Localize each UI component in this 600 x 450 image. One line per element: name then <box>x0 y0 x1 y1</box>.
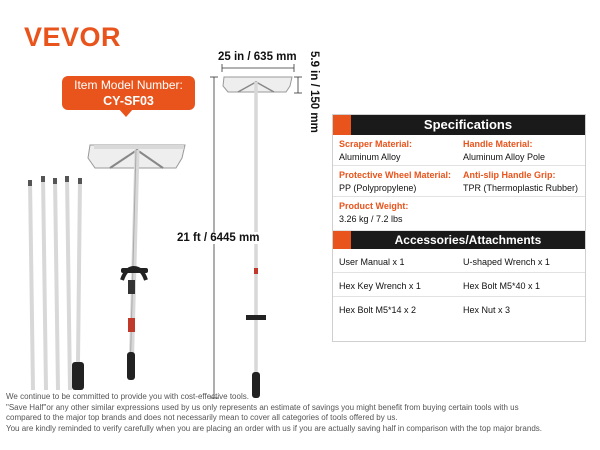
width-dimension-label: 25 in / 635 mm <box>218 51 297 63</box>
spec-row: Product Weight: 3.26 kg / 7.2 lbs <box>333 197 585 231</box>
accessory-item: User Manual x 1 <box>339 257 405 267</box>
height-dimension-label: 5.9 in / 150 mm <box>308 51 320 133</box>
spec-cell: Anti-slip Handle Grip: TPR (Thermoplasti… <box>463 169 578 195</box>
spec-label: Protective Wheel Material: <box>339 170 452 180</box>
pole-segments <box>28 175 84 391</box>
disclaimer: We continue to be committed to provide y… <box>6 392 596 434</box>
model-number-value: CY-SF03 <box>103 94 154 108</box>
accessory-item: U-shaped Wrench x 1 <box>463 257 550 267</box>
accessory-row: Hex Key Wrench x 1 Hex Bolt M5*40 x 1 <box>333 273 585 297</box>
disclaimer-line: "Save Half"or any other similar expressi… <box>6 402 519 412</box>
spec-label: Product Weight: <box>339 201 409 211</box>
spec-row: Protective Wheel Material: PP (Polypropy… <box>333 166 585 197</box>
spec-cell: Product Weight: 3.26 kg / 7.2 lbs <box>339 200 408 226</box>
disclaimer-line: We continue to be committed to provide y… <box>6 392 249 401</box>
spec-value: TPR (Thermoplastic Rubber) <box>463 183 579 193</box>
accessory-row: Hex Bolt M5*14 x 2 Hex Nut x 3 <box>333 297 585 320</box>
spec-value: Aluminum Alloy <box>339 152 401 162</box>
spec-label: Scraper Material: <box>339 139 413 149</box>
length-dimension-label: 21 ft / 6445 mm <box>175 232 262 244</box>
spec-value: Aluminum Alloy Pole <box>463 152 546 162</box>
accessories-title: Accessories/Attachments <box>333 231 585 249</box>
spec-label: Handle Material: <box>463 139 533 149</box>
product-illustration <box>28 64 302 399</box>
disclaimer-line: compared to the major top brands and doe… <box>6 413 398 422</box>
accessory-item: Hex Bolt M5*14 x 2 <box>339 305 417 315</box>
model-number-label: Item Model Number: <box>74 78 183 92</box>
brand-logo: VEVOR <box>24 22 122 52</box>
rake-grip <box>127 352 135 380</box>
specifications-panel: Specifications Scraper Material: Aluminu… <box>332 114 586 342</box>
spec-row: Scraper Material: Aluminum Alloy Handle … <box>333 135 585 166</box>
spec-cell: Scraper Material: Aluminum Alloy <box>339 138 412 164</box>
spec-label: Anti-slip Handle Grip: <box>463 170 556 180</box>
spec-value: PP (Polypropylene) <box>339 183 417 193</box>
accessory-item: Hex Nut x 3 <box>463 305 511 315</box>
disclaimer-line: You are kindly reminded to verify carefu… <box>6 423 542 433</box>
spec-cell: Protective Wheel Material: PP (Polypropy… <box>339 169 451 195</box>
spec-cell: Handle Material: Aluminum Alloy Pole <box>463 138 545 164</box>
badge-pointer <box>118 108 134 117</box>
model-number-badge: Item Model Number: CY-SF03 <box>62 76 195 110</box>
spec-value: 3.26 kg / 7.2 lbs <box>339 214 403 224</box>
accessory-row: User Manual x 1 U-shaped Wrench x 1 <box>333 249 585 273</box>
accessory-item: Hex Bolt M5*40 x 1 <box>463 281 541 291</box>
specifications-title: Specifications <box>333 115 585 135</box>
accessory-item: Hex Key Wrench x 1 <box>339 281 421 291</box>
assembled-rake <box>87 144 186 380</box>
